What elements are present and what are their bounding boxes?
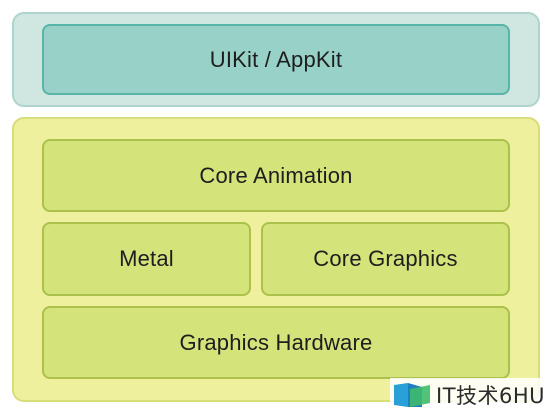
- graphics-hardware-label: Graphics Hardware: [179, 329, 373, 355]
- graphics-hardware-box: Graphics Hardware: [42, 306, 510, 379]
- core-graphics-box: Core Graphics: [261, 222, 510, 296]
- uikit-appkit-label: UIKit / AppKit: [209, 46, 343, 72]
- core-animation-box: Core Animation: [42, 139, 510, 212]
- flag-logo-icon: [394, 383, 430, 407]
- metal-label: Metal: [119, 246, 174, 271]
- watermark-text: IT技术6HU: [436, 384, 546, 408]
- metal-box: Metal: [42, 222, 251, 296]
- uikit-appkit-box: UIKit / AppKit: [42, 24, 510, 95]
- core-animation-label: Core Animation: [199, 162, 353, 188]
- watermark: IT技术6HU: [390, 378, 550, 412]
- core-graphics-label: Core Graphics: [313, 246, 458, 271]
